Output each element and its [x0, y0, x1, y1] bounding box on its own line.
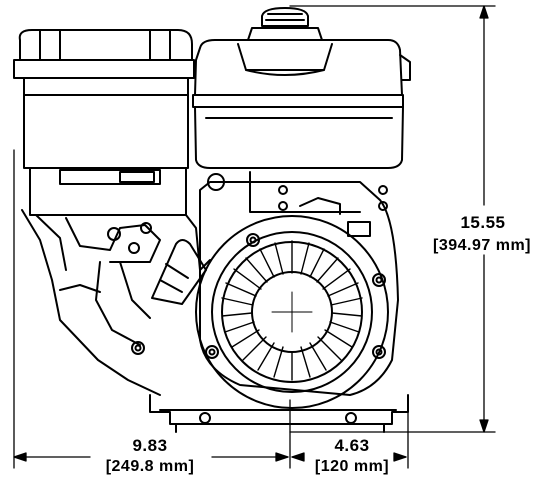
cooling-fins [221, 240, 363, 381]
left-width-dimension-mm: [249.8 mm] [105, 458, 195, 475]
blower-housing [195, 181, 399, 409]
air-cleaner [13, 29, 195, 216]
cylinder-detail [249, 171, 371, 237]
right-width-dimension-inches: 4.63 [334, 436, 370, 455]
fuel-cap [247, 7, 323, 41]
height-dimension-mm: [394.97 mm] [433, 237, 531, 254]
right-width-dimension-mm: [120 mm] [314, 458, 390, 475]
carburetor-linkage [21, 209, 211, 396]
mounting-bolts [131, 173, 388, 359]
left-width-dimension-inches: 9.83 [132, 436, 168, 455]
height-dimension-inches: 15.55 [460, 213, 506, 232]
fuel-tank [192, 39, 411, 169]
engine-base [149, 394, 409, 433]
